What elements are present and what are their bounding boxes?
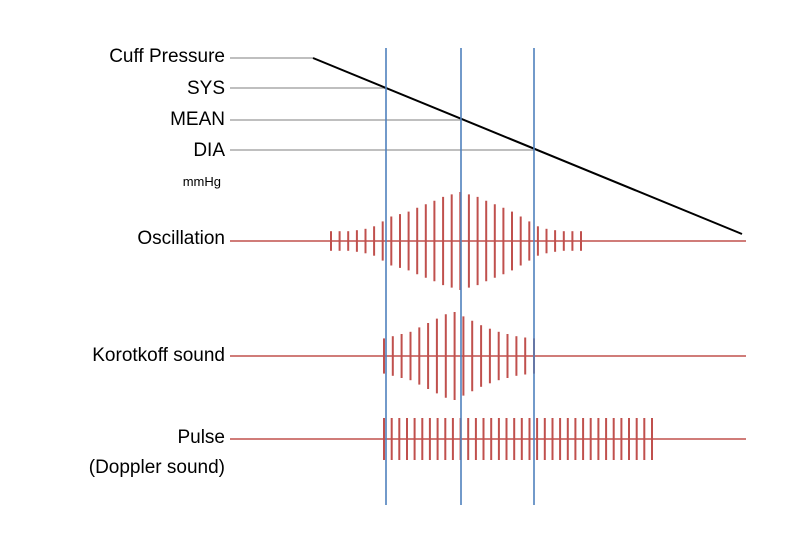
- korotkoff-waveform: [383, 312, 535, 400]
- oscillation-label: Oscillation: [137, 228, 225, 249]
- dia-label: DIA: [193, 140, 225, 161]
- doppler-label: (Doppler sound): [88, 457, 225, 478]
- cuff-pressure-label: Cuff Pressure: [109, 46, 225, 67]
- cuff-pressure-line: [312, 57, 743, 235]
- oscillation-waveform: [330, 192, 582, 290]
- korotkoff-label: Korotkoff sound: [92, 345, 225, 366]
- pulse-waveform: [383, 418, 653, 460]
- pulse-label: Pulse: [177, 427, 225, 448]
- unit-label: mmHg: [182, 174, 221, 189]
- mean-label: MEAN: [170, 109, 225, 130]
- sys-label: SYS: [186, 78, 225, 99]
